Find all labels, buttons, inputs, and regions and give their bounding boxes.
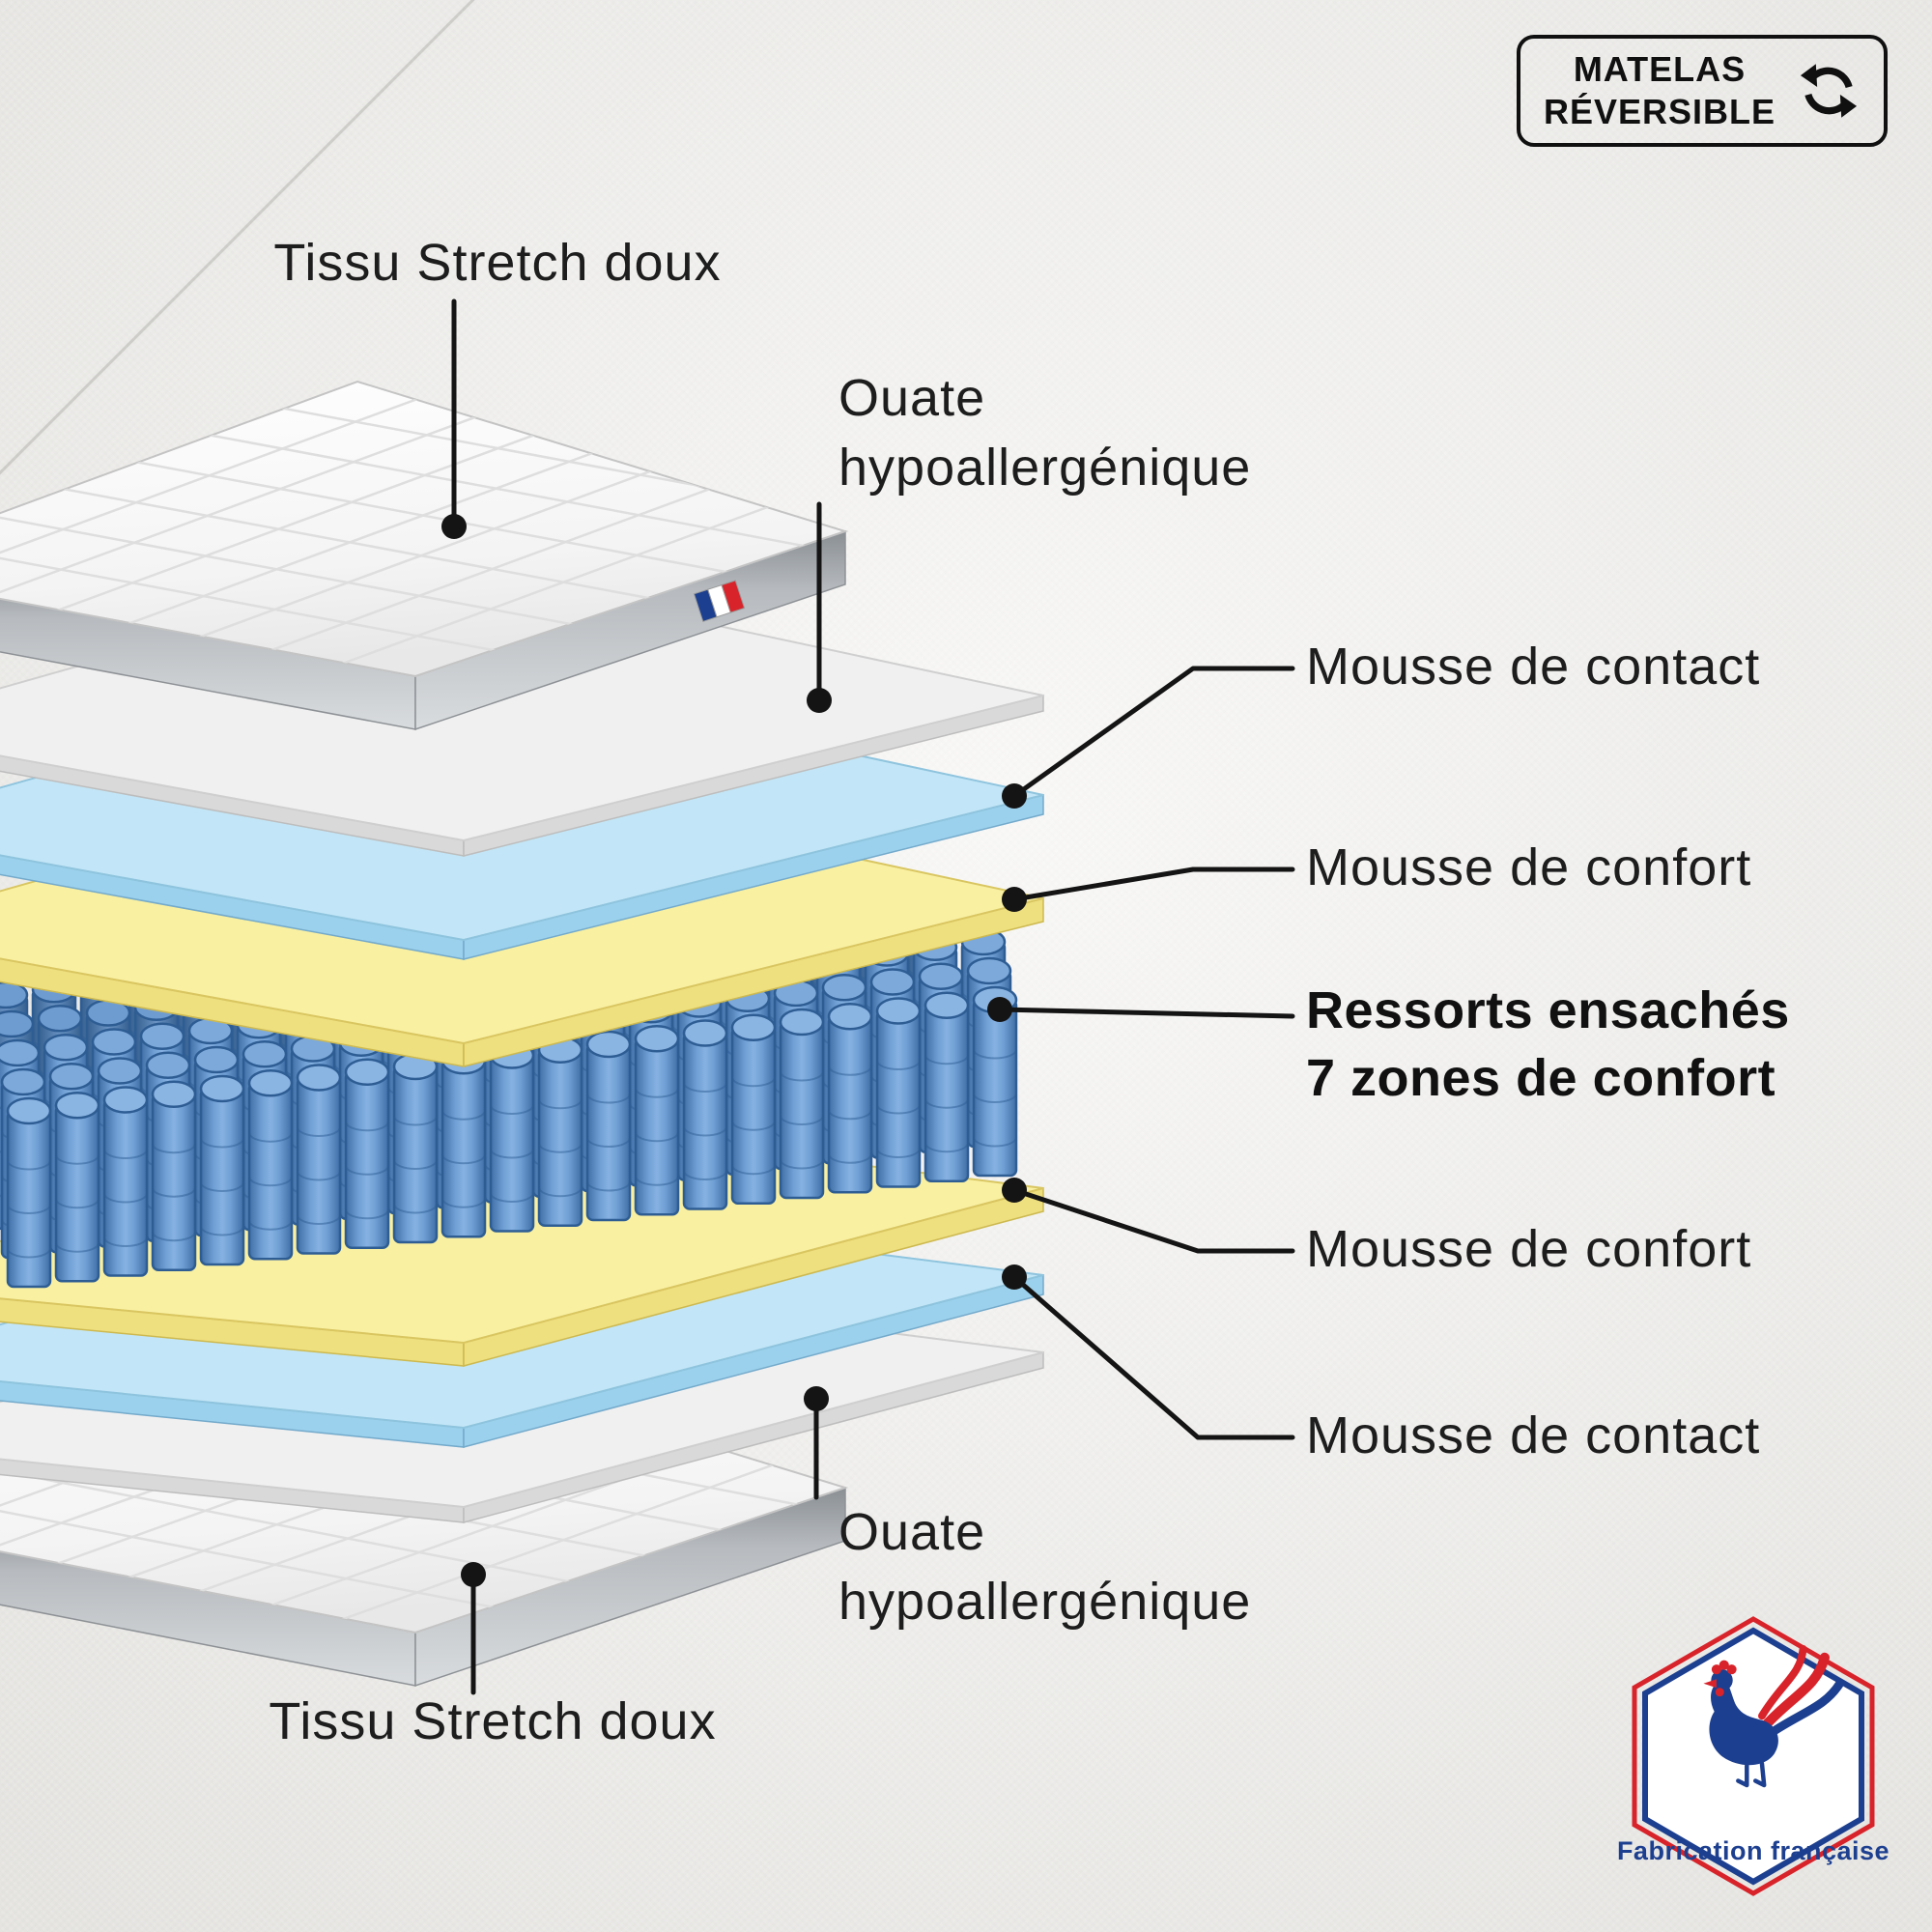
reversible-badge-line1: MATELAS <box>1573 49 1747 89</box>
label-springs-line2: 7 zones de confort <box>1306 1049 1776 1107</box>
pocket-spring <box>102 1086 149 1277</box>
pocket-spring <box>779 1008 825 1200</box>
hexagon-outer-border <box>1632 1616 1875 1896</box>
pocket-spring <box>440 1047 487 1238</box>
pocket-spring <box>151 1080 197 1271</box>
pocket-spring <box>392 1052 439 1244</box>
label-top-fabric: Tissu Stretch doux <box>273 234 721 292</box>
pocket-spring <box>585 1030 632 1222</box>
label-bottom-fabric: Tissu Stretch doux <box>269 1692 716 1750</box>
reversible-badge-line2: RÉVERSIBLE <box>1543 91 1776 131</box>
pocket-spring <box>730 1013 777 1205</box>
made-in-france-badge: Fabrication française <box>1617 1616 1889 1896</box>
pocket-spring <box>489 1041 535 1233</box>
label-comfort-foam-bottom: Mousse de confort <box>1306 1220 1751 1278</box>
pocket-spring <box>875 997 922 1188</box>
label-top-wadding-line1: Ouate <box>838 369 985 427</box>
french-rooster-icon <box>1703 1644 1845 1788</box>
pocket-spring <box>247 1069 294 1261</box>
pocket-spring <box>199 1074 245 1266</box>
label-contact-foam-bottom: Mousse de contact <box>1306 1406 1760 1464</box>
pocket-spring <box>923 991 970 1182</box>
pocket-spring <box>634 1025 680 1216</box>
pocket-spring <box>54 1092 100 1283</box>
pocket-spring <box>537 1036 583 1227</box>
label-bottom-wadding-line1: Ouate <box>838 1503 985 1561</box>
label-contact-foam-top: Mousse de contact <box>1306 638 1760 696</box>
pocket-spring <box>296 1064 342 1255</box>
made-in-france-label: Fabrication française <box>1617 1836 1889 1865</box>
pocket-spring <box>344 1058 390 1249</box>
reversible-badge: MATELAS RÉVERSIBLE <box>1516 35 1888 147</box>
label-springs-line1: Ressorts ensachés <box>1306 981 1790 1039</box>
label-bottom-wadding-line2: hypoallergénique <box>838 1573 1251 1631</box>
pocket-spring <box>6 1096 52 1289</box>
leader-lines <box>441 298 1295 1695</box>
layer-top-fabric <box>0 380 849 731</box>
reversible-arrows-icon <box>1800 64 1858 118</box>
layer-labels: Tissu Stretch doux Ouate hypoallergéniqu… <box>269 234 1789 1750</box>
french-flag-icon <box>693 580 746 623</box>
label-comfort-foam-top: Mousse de confort <box>1306 838 1751 896</box>
label-top-wadding-line2: hypoallergénique <box>838 439 1251 497</box>
pocket-spring <box>827 1003 873 1194</box>
pocket-spring <box>682 1019 728 1210</box>
